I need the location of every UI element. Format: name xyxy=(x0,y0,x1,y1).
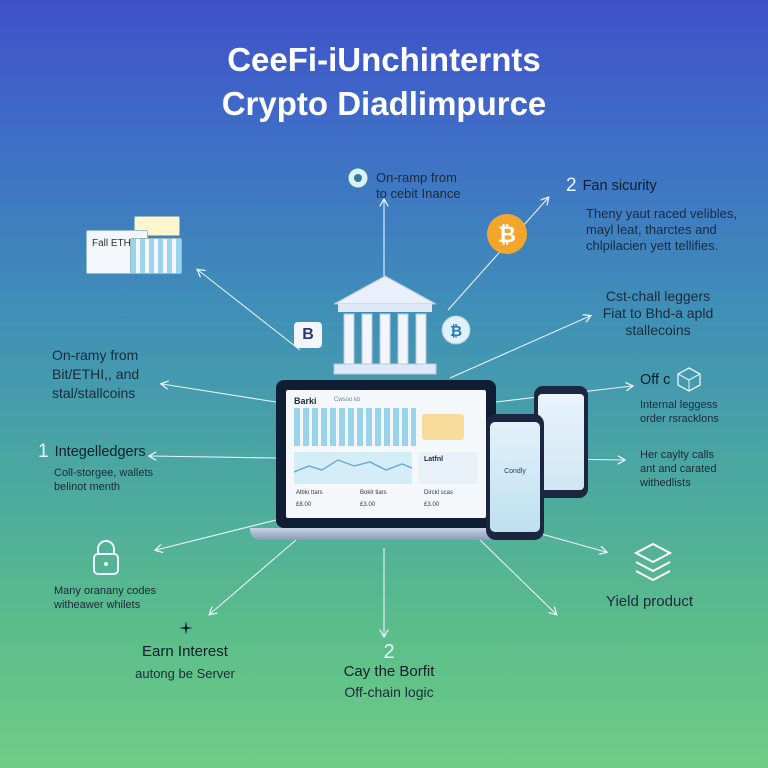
side-card-widget: Latfnl xyxy=(418,452,478,484)
node-offchain-line2: order rsracklons xyxy=(640,413,719,425)
node-cay-number: 2 xyxy=(383,641,395,663)
node-integel: 1 Integelledgers Coll-storgee, wallets be… xyxy=(38,441,154,494)
node-onramy-left-line3: stal/stallcoins xyxy=(52,385,136,401)
fiat-card-label: Fall ETH xyxy=(92,238,131,249)
line-chart-widget xyxy=(293,452,413,484)
node-security-number: 2 xyxy=(566,175,577,196)
node-integel-number: 1 xyxy=(38,441,49,462)
node-security-title: Fan sicurity xyxy=(582,178,657,194)
node-earn: Earn Interest autong be Server xyxy=(120,644,250,682)
phone-label: Condly xyxy=(504,468,526,475)
node-onramp-top: On-ramp from to cebit Inance xyxy=(376,170,461,202)
node-integel-line2: belinot menth xyxy=(54,481,121,493)
node-cay-line1: Off-chain logic xyxy=(344,684,434,700)
stat-3-label: Dirckl scas xyxy=(424,490,454,496)
node-many-line2: witheawer whilets xyxy=(54,599,141,611)
stat-3-value: £3.00 xyxy=(424,502,440,508)
node-security: 2 Fan sicurity Theny yaut raced velibles,… xyxy=(566,175,738,254)
stat-2-value: £3.00 xyxy=(360,502,376,508)
node-cst-ledgers-line1: Cst-chall leggers xyxy=(605,288,711,304)
node-offchain: Off c Internal leggess order rsracklons xyxy=(640,372,719,426)
node-integel-title: Integelledgers xyxy=(54,444,146,460)
stat-1-label: Alblo ttars xyxy=(296,490,323,496)
phone-back xyxy=(534,386,588,498)
dashboard-brand: Barki xyxy=(294,396,317,406)
node-cst-ledgers-line3: stallecoins xyxy=(625,322,691,338)
node-yield: Yield product xyxy=(606,593,693,610)
node-cay-title: Cay the Borfit xyxy=(343,663,435,680)
dashboard-subtitle: Cwsoo kb xyxy=(334,397,361,403)
node-onramy-left: On-ramy from Bit/ETHI,, and stal/stallco… xyxy=(52,346,139,403)
node-her-cayly-line3: withedlists xyxy=(640,477,691,489)
lock-icon xyxy=(93,540,119,575)
stat-3: Dirckl scas £3.00 xyxy=(424,490,482,508)
side-card-label: Latfnl xyxy=(424,456,444,463)
stat-2: Boklr tiars £3.00 xyxy=(360,490,418,508)
node-offchain-title: Off c xyxy=(640,372,671,388)
laptop-base xyxy=(250,528,524,540)
node-cst-ledgers: Cst-chall leggers Fiat to Bhd-a apld sta… xyxy=(588,288,728,339)
page-title-line1: CeeFi-iUnchinternts xyxy=(227,41,541,78)
page-title-line2: Crypto Diadlimpurce xyxy=(221,85,547,122)
fiat-card-icon: Fall ETH xyxy=(86,216,182,276)
node-her-cayly-line1: Her caylty calls xyxy=(640,449,714,461)
laptop-screen: Barki Cwsoo kb Latfnl Alblo ttars £8.00 … xyxy=(286,390,486,518)
stat-1-value: £8.00 xyxy=(296,502,312,508)
node-offchain-line1: Internal leggess xyxy=(640,399,718,411)
bank-building-icon xyxy=(333,275,437,375)
shield-globe-icon xyxy=(347,167,369,189)
node-onramp-top-line2: to cebit Inance xyxy=(376,186,461,201)
stat-1: Alblo ttars £8.00 xyxy=(296,490,354,508)
bitcoin-coin-small-icon: ₿ xyxy=(441,315,471,345)
sparkle-icon xyxy=(179,621,193,635)
node-earn-title: Earn Interest xyxy=(142,643,228,660)
bar-chart-widget xyxy=(294,408,416,446)
svg-text:₿: ₿ xyxy=(450,323,462,340)
node-cst-ledgers-line2: Fiat to Bhd-a apld xyxy=(602,305,714,321)
crypto-tag-icon: B xyxy=(294,322,322,348)
node-integel-line1: Coll-storgee, wallets xyxy=(54,467,154,479)
laptop: Barki Cwsoo kb Latfnl Alblo ttars £8.00 … xyxy=(276,380,496,528)
node-security-line1: Theny yaut raced velibles, xyxy=(586,206,738,221)
cube-icon xyxy=(677,367,701,392)
node-many-line1: Many oranany codes xyxy=(54,585,157,597)
node-earn-line1: autong be Server xyxy=(135,666,235,681)
svg-text:₿: ₿ xyxy=(498,222,516,247)
phone-front: Condly xyxy=(486,414,544,540)
node-many: Many oranany codes witheawer whilets xyxy=(54,584,156,612)
node-security-line2: mayl leat, tharctes and xyxy=(586,222,717,237)
node-her-cayly: Her caylty calls ant and carated withedl… xyxy=(640,448,716,490)
node-onramy-left-line1: On-ramy from xyxy=(52,347,139,363)
stat-2-label: Boklr tiars xyxy=(360,490,387,496)
node-her-cayly-line2: ant and carated xyxy=(640,463,717,475)
node-onramy-left-line2: Bit/ETHI,, and xyxy=(52,366,140,382)
node-onramp-top-line1: On-ramp from xyxy=(376,170,457,185)
credit-card-widget xyxy=(422,414,464,440)
node-cay: 2 Cay the Borfit Off-chain logic xyxy=(324,641,454,700)
node-security-line3: chlpilacien yett tellifies. xyxy=(586,238,719,253)
stacked-layers-icon xyxy=(633,542,673,582)
bitcoin-coin-icon: ₿ xyxy=(487,214,527,254)
